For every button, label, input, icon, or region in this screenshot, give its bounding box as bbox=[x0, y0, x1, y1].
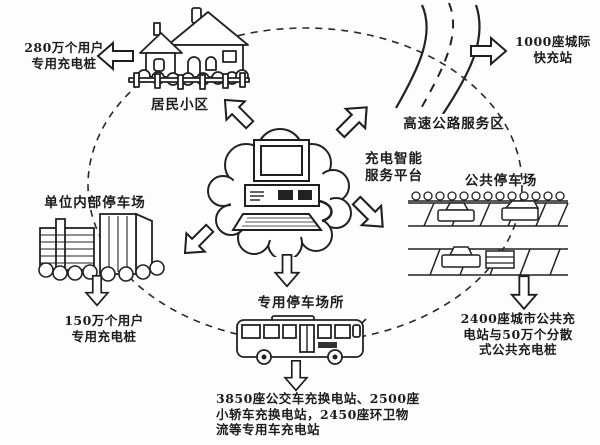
arrow-platform-to-public-parking-icon bbox=[343, 187, 397, 241]
residential-label: 居民小区 bbox=[151, 97, 209, 113]
public-parking-label: 公共停车场 bbox=[464, 173, 538, 189]
highway-label: 高速公路服务区 bbox=[403, 116, 505, 132]
arrow-platform-to-highway-icon bbox=[328, 94, 380, 146]
office-buildings-icon bbox=[38, 212, 165, 282]
highway-road-icon bbox=[395, 2, 481, 114]
arrow-residential-to-output-icon bbox=[96, 40, 134, 72]
arrow-platform-to-unit-parking-icon bbox=[172, 216, 223, 267]
arrow-dedicated-parking-to-output-icon bbox=[281, 360, 311, 392]
platform-label: 充电智能 服务平台 bbox=[365, 151, 423, 184]
highway-output-label: 1000座城际 快充站 bbox=[515, 34, 591, 65]
dedicated-parking-output-label: 3850座公交车充换电站、2500座 小轿车充换电站，2450座环卫物 流等专用… bbox=[216, 391, 420, 437]
unit-parking-label: 单位内部停车场 bbox=[44, 195, 146, 211]
arrow-platform-to-residential-icon bbox=[212, 87, 261, 136]
arrow-platform-to-dedicated-parking-icon bbox=[270, 254, 304, 288]
dedicated-parking-label: 专用停车场所 bbox=[257, 295, 345, 311]
bus-icon bbox=[236, 315, 367, 365]
residential-output-label: 280万个用户 专用充电桩 bbox=[24, 40, 104, 71]
unit-parking-output-label: 150万个用户 专用充电桩 bbox=[64, 313, 144, 344]
arrow-highway-to-output-icon bbox=[470, 35, 508, 67]
arrow-unit-parking-to-output-icon bbox=[83, 275, 111, 307]
house-icon bbox=[128, 7, 250, 90]
public-parking-output-label: 2400座城市公共充 电站与50万个分散 式公共充电桩 bbox=[460, 311, 576, 357]
parking-lot-icon bbox=[408, 191, 569, 276]
cloud-computer-icon bbox=[207, 128, 352, 257]
arrow-public-parking-to-output-icon bbox=[509, 274, 539, 312]
